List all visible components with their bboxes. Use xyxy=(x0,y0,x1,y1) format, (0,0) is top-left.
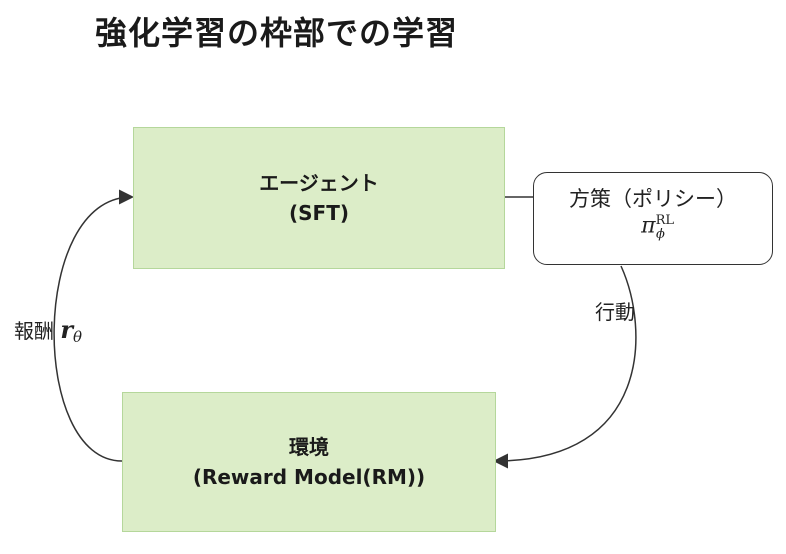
agent-label: エージェント xyxy=(259,171,379,195)
policy-symbol: πRLϕ xyxy=(641,213,674,242)
policy-label: 方策（ポリシー） xyxy=(569,187,737,211)
environment-sublabel: (Reward Model(RM)) xyxy=(192,465,426,489)
reward-arrow xyxy=(53,189,134,462)
agent-sublabel: (SFT) xyxy=(289,201,349,225)
page-title: 強化学習の枠部での学習 xyxy=(95,14,459,52)
reward-label: 報酬 rθ xyxy=(14,315,83,346)
environment-label: 環境 xyxy=(289,435,329,459)
policy-note: 方策（ポリシー） πRLϕ xyxy=(533,172,773,265)
agent-node: エージェント (SFT) xyxy=(133,127,505,269)
environment-node: 環境 (Reward Model(RM)) xyxy=(122,392,496,532)
action-arrow xyxy=(493,265,637,469)
action-label: 行動 xyxy=(595,300,635,324)
